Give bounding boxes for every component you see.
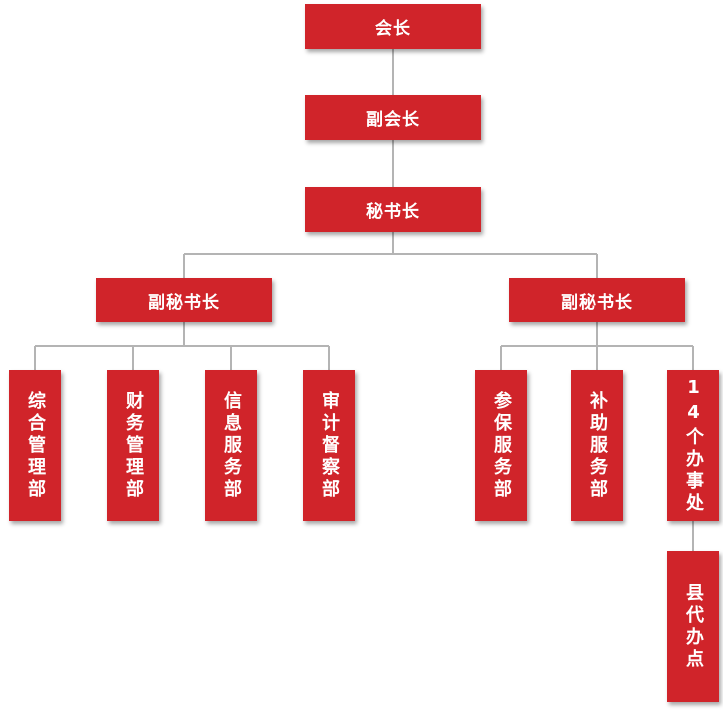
node-secretary-general: 秘书长 [305,187,481,232]
node-deputy-secretary-right-label: 副秘书长 [561,292,633,313]
node-vice-president: 副会长 [305,95,481,140]
node-dept-subsidy-service: 补助服务部 [571,370,623,521]
node-deputy-secretary-left-label: 副秘书长 [148,292,220,313]
node-president-label: 会长 [375,19,411,39]
node-deputy-secretary-right: 副秘书长 [509,278,685,322]
node-dept-insurance-service: 参保服务部 [475,370,527,521]
node-county-agencies-label: 县代办点 [683,582,704,671]
node-offices-14-label: 14个办事处 [683,376,704,515]
node-deputy-secretary-left: 副秘书长 [96,278,272,322]
node-dept-general-management-label: 综合管理部 [25,390,46,501]
node-dept-insurance-service-label: 参保服务部 [491,390,512,501]
node-dept-information-service: 信息服务部 [205,370,257,521]
node-president: 会长 [305,4,481,49]
node-dept-general-management: 综合管理部 [9,370,61,521]
node-county-agencies: 县代办点 [667,551,719,702]
node-offices-14: 14个办事处 [667,370,719,521]
node-dept-finance: 财务管理部 [107,370,159,521]
node-dept-audit-supervision: 审计督察部 [303,370,355,521]
node-dept-subsidy-service-label: 补助服务部 [587,390,608,501]
node-dept-information-service-label: 信息服务部 [221,390,242,501]
node-dept-audit-supervision-label: 审计督察部 [319,390,340,501]
node-dept-finance-label: 财务管理部 [123,390,144,501]
node-vice-president-label: 副会长 [366,110,420,130]
node-secretary-general-label: 秘书长 [366,202,420,222]
